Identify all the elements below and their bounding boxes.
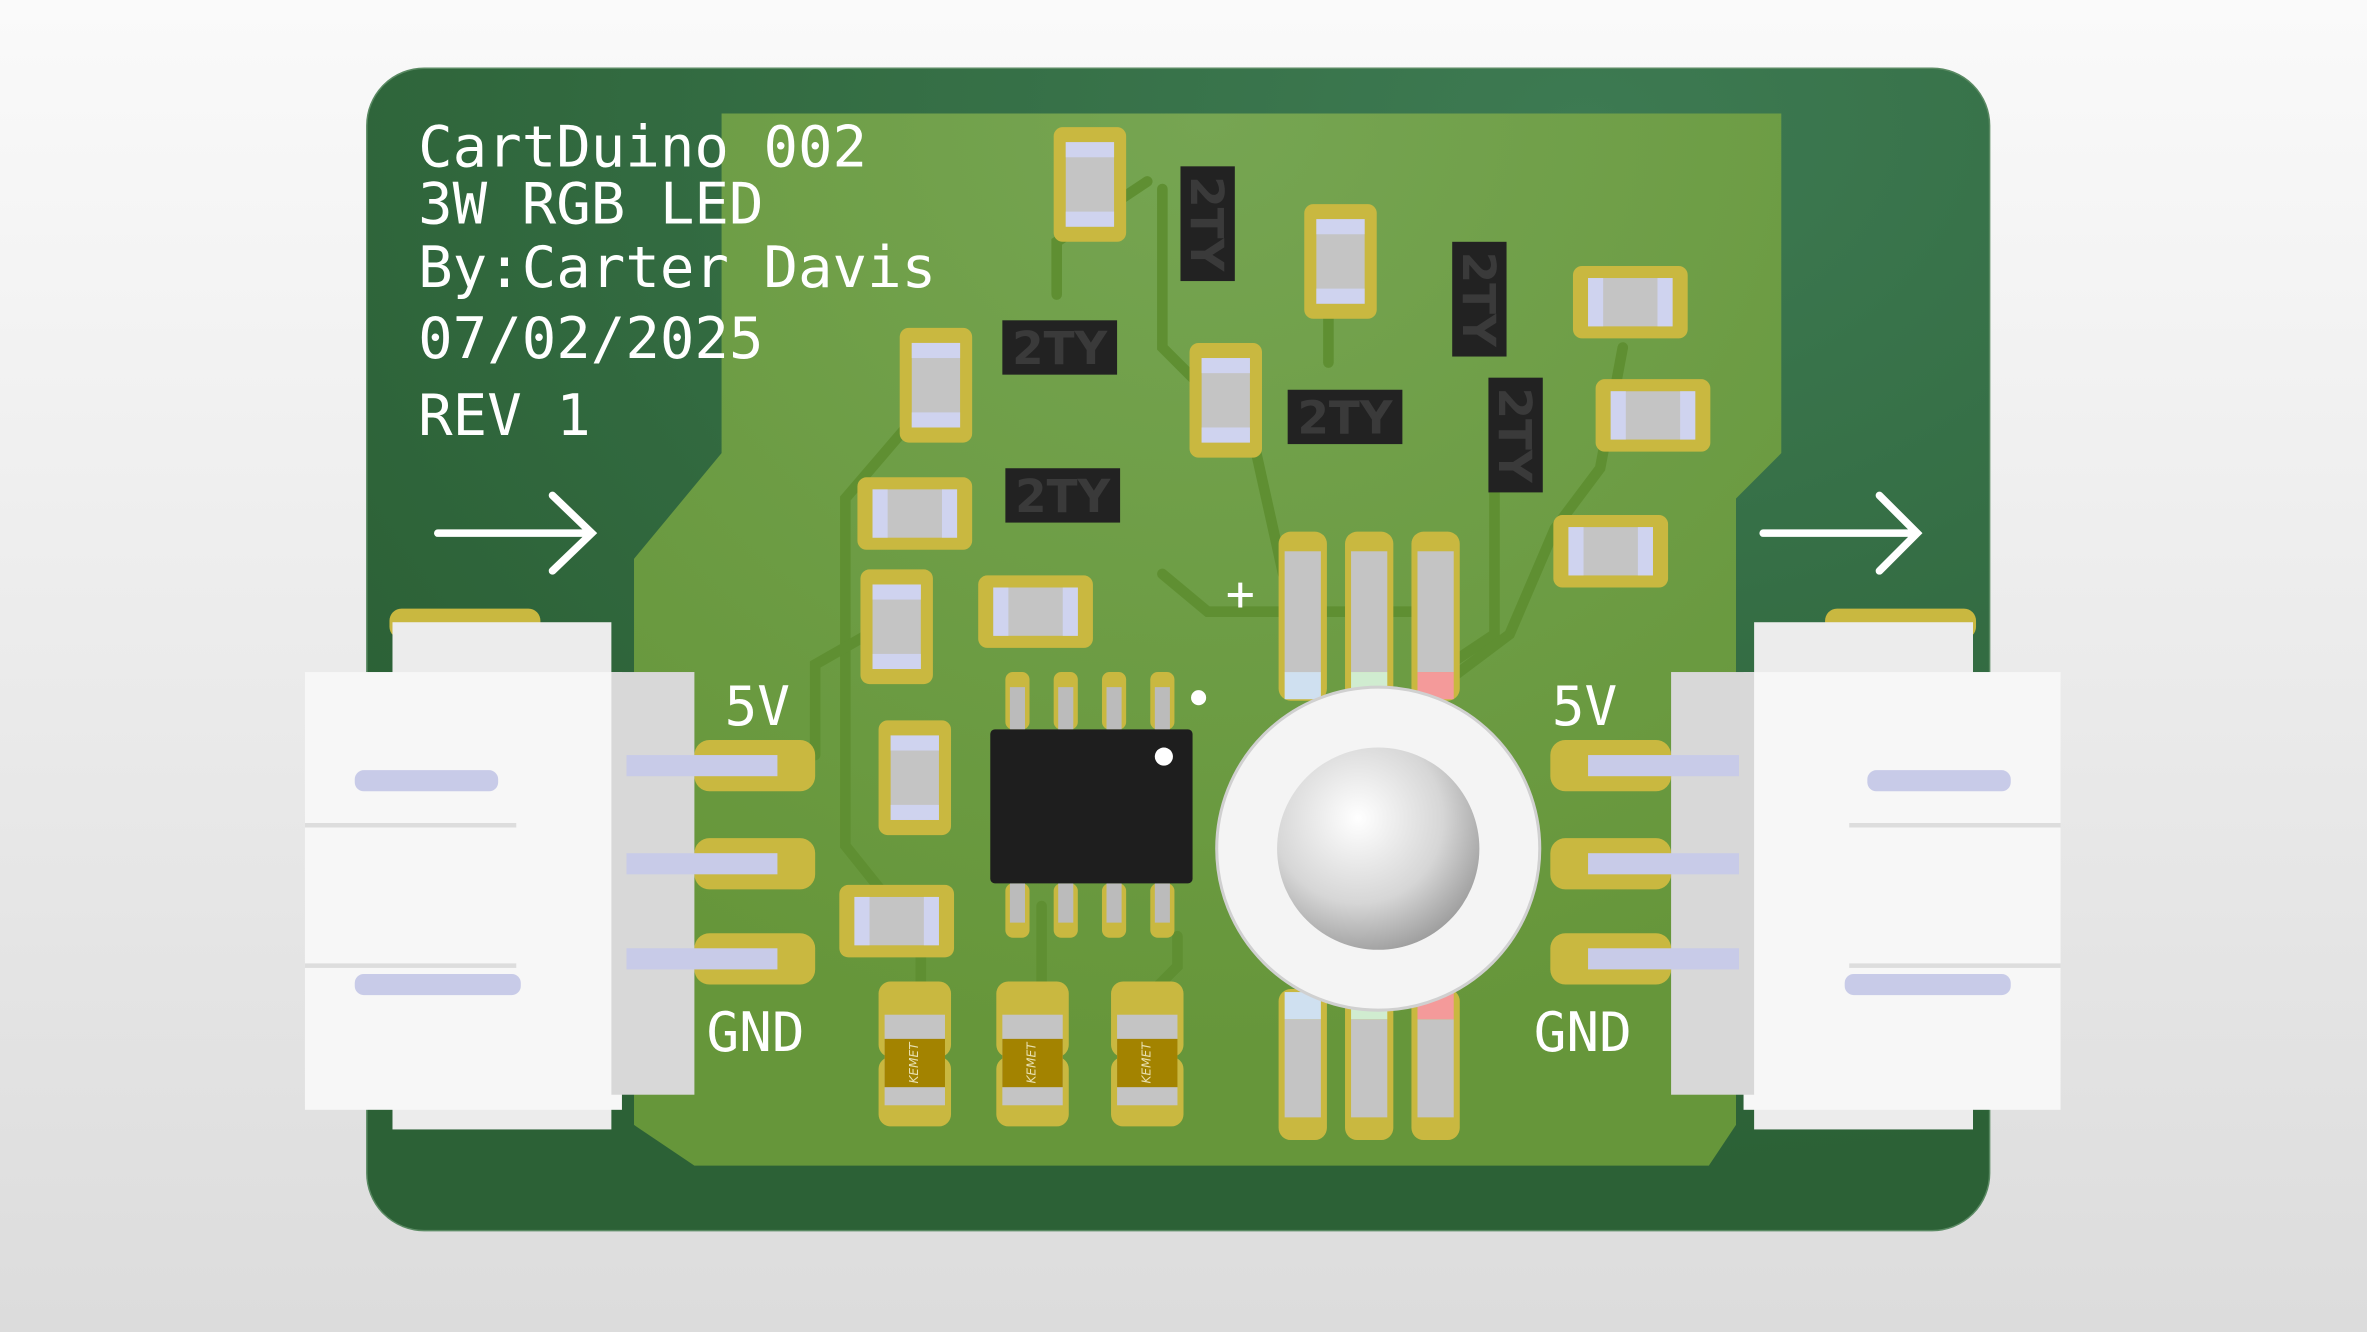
rgb-led: + bbox=[1215, 566, 1542, 1012]
resistor bbox=[1595, 379, 1711, 452]
resistor bbox=[1553, 515, 1669, 588]
transistor-marking: 2TY bbox=[1297, 392, 1393, 445]
resistor bbox=[878, 720, 952, 836]
left-5v-label: 5V bbox=[725, 675, 790, 738]
led-lead bbox=[1417, 551, 1454, 673]
resistor bbox=[839, 884, 955, 958]
right-gnd-label: GND bbox=[1534, 1001, 1632, 1064]
ic-pin bbox=[1058, 687, 1074, 730]
capacitor-marking: KEMET bbox=[907, 1041, 921, 1084]
transistor-marking: 2TY bbox=[1012, 322, 1108, 375]
ic-pin bbox=[1154, 883, 1170, 923]
transistor-marking: 2TY bbox=[1180, 176, 1233, 272]
pin1-dot bbox=[1154, 747, 1173, 766]
tantalum-capacitor: KEMET bbox=[996, 981, 1069, 1127]
ic-pin bbox=[1009, 883, 1025, 923]
led-lead bbox=[1284, 551, 1321, 673]
arrow-right-icon bbox=[1759, 491, 1923, 575]
resistor bbox=[1304, 204, 1377, 319]
transistor-marking: 2TY bbox=[1488, 387, 1541, 483]
led-lead bbox=[1284, 1019, 1321, 1118]
led-lead bbox=[1351, 1019, 1388, 1118]
resistor bbox=[899, 327, 973, 443]
led-dome bbox=[1277, 747, 1480, 950]
right-5v-label: 5V bbox=[1552, 675, 1617, 738]
tantalum-capacitor: KEMET bbox=[878, 981, 952, 1127]
transistor-sot23: 2TY bbox=[1002, 320, 1118, 375]
tantalum-capacitor: KEMET bbox=[1111, 981, 1184, 1127]
title-line-5: REV 1 bbox=[418, 382, 591, 449]
ic-pin bbox=[1106, 687, 1122, 730]
resistor bbox=[1189, 342, 1262, 458]
ic-pin bbox=[1009, 687, 1025, 730]
title-line-1: CartDuino 002 bbox=[418, 113, 867, 180]
left-gnd-label: GND bbox=[706, 1001, 804, 1064]
ic-soic8 bbox=[990, 690, 1207, 884]
resistor bbox=[1572, 265, 1688, 339]
led-lead bbox=[1417, 1019, 1454, 1118]
transistor-sot23: 2TY bbox=[1452, 241, 1507, 357]
title-line-3: By:Carter Davis bbox=[418, 234, 936, 301]
right-connector[interactable] bbox=[1550, 608, 2061, 1130]
title-line-4: 07/02/2025 bbox=[418, 305, 763, 372]
capacitor-marking: KEMET bbox=[1025, 1041, 1039, 1084]
resistor bbox=[978, 575, 1093, 648]
transistor-marking: 2TY bbox=[1015, 470, 1111, 523]
led-lead bbox=[1351, 551, 1388, 673]
ic-pin bbox=[1058, 883, 1074, 923]
resistor bbox=[857, 477, 973, 550]
capacitor-marking: KEMET bbox=[1139, 1041, 1153, 1084]
pin1-silk-dot bbox=[1191, 690, 1207, 706]
arrow-right-icon bbox=[434, 491, 598, 575]
led-lead-color bbox=[1284, 672, 1321, 700]
transistor-sot23: 2TY bbox=[1488, 377, 1543, 493]
transistor-marking: 2TY bbox=[1452, 252, 1505, 348]
transistor-sot23: 2TY bbox=[1287, 389, 1403, 445]
title-line-2: 3W RGB LED bbox=[418, 171, 763, 238]
led-plus-label: + bbox=[1226, 566, 1255, 622]
transistor-sot23: 2TY bbox=[1180, 166, 1235, 282]
resistor bbox=[860, 569, 933, 685]
board-title-block: CartDuino 002 3W RGB LED By:Carter Davis… bbox=[418, 113, 936, 449]
transistor-sot23: 2TY bbox=[1005, 468, 1121, 523]
ic-pin bbox=[1154, 687, 1170, 730]
ic-pin bbox=[1106, 883, 1122, 923]
left-connector[interactable] bbox=[304, 608, 816, 1130]
resistor bbox=[1053, 127, 1127, 242]
